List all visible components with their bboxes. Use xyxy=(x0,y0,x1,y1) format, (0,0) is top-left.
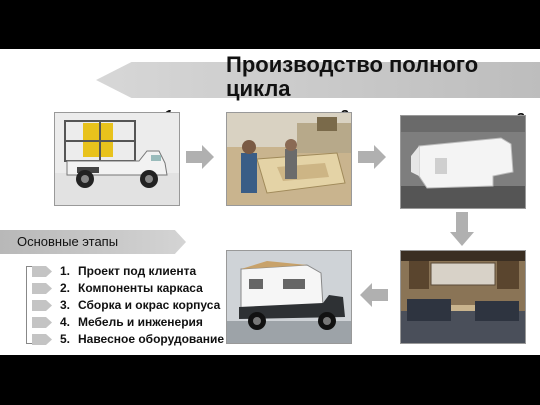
list-item-label: Мебель и инженерия xyxy=(78,315,203,329)
list-item: 3. Сборка и окрас корпуса xyxy=(32,297,224,314)
title-band xyxy=(96,62,540,98)
list-bracket xyxy=(26,266,33,344)
list-item-label: Навесное оборудование xyxy=(78,332,225,346)
pentagon-bullet-icon xyxy=(32,266,52,277)
arrow-left-icon xyxy=(360,283,388,307)
photo-camper-body xyxy=(400,115,526,209)
list-item: 4. Мебель и инженерия xyxy=(32,314,224,331)
list-item-number: 2. xyxy=(60,281,71,295)
list-item-number: 1. xyxy=(60,264,71,278)
arrow-right-icon xyxy=(186,145,214,169)
list-item: 1. Проект под клиента xyxy=(32,263,224,280)
pentagon-bullet-icon xyxy=(32,317,52,328)
stages-list: 1. Проект под клиента 2. Компоненты каркас… xyxy=(32,263,224,348)
stages-band xyxy=(0,230,186,254)
pentagon-bullet-icon xyxy=(32,334,52,345)
stages-heading: Основные этапы xyxy=(17,234,119,249)
photo-workshop xyxy=(226,112,352,206)
list-item-number: 5. xyxy=(60,332,71,346)
slide-title: Производство полного цикла xyxy=(226,52,479,101)
list-item: 2. Компоненты каркаса xyxy=(32,280,224,297)
arrow-right-icon xyxy=(358,145,386,169)
photo-finished-camper xyxy=(226,250,352,344)
list-item-label: Сборка и окрас корпуса xyxy=(78,298,221,312)
pentagon-bullet-icon xyxy=(32,283,52,294)
photo-interior xyxy=(400,250,526,344)
arrow-down-icon xyxy=(450,212,474,246)
list-item: 5. Навесное оборудование xyxy=(32,331,224,348)
slide: Производство полного цикла 1 2 3 4 5 xyxy=(0,49,540,355)
pentagon-bullet-icon xyxy=(32,300,52,311)
list-item-label: Компоненты каркаса xyxy=(78,281,203,295)
list-item-number: 4. xyxy=(60,315,71,329)
list-item-label: Проект под клиента xyxy=(78,264,197,278)
photo-truck-frame xyxy=(54,112,180,206)
list-item-number: 3. xyxy=(60,298,71,312)
